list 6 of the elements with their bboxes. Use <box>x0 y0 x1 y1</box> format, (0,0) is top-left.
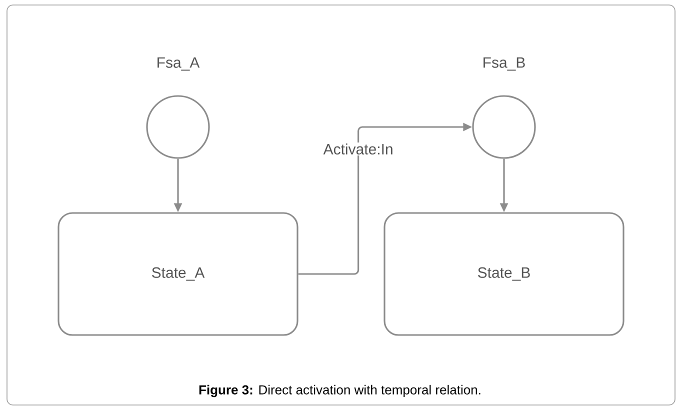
state-box: State_B <box>384 212 624 336</box>
circle-label: Fsa_B <box>484 57 525 71</box>
state-box: State_A <box>58 212 298 336</box>
figure-caption: Figure 3: Direct activation with temporal relation. <box>199 384 480 398</box>
circle-label: Fsa_A <box>158 57 200 71</box>
edge-label: Activate:In <box>323 144 392 154</box>
